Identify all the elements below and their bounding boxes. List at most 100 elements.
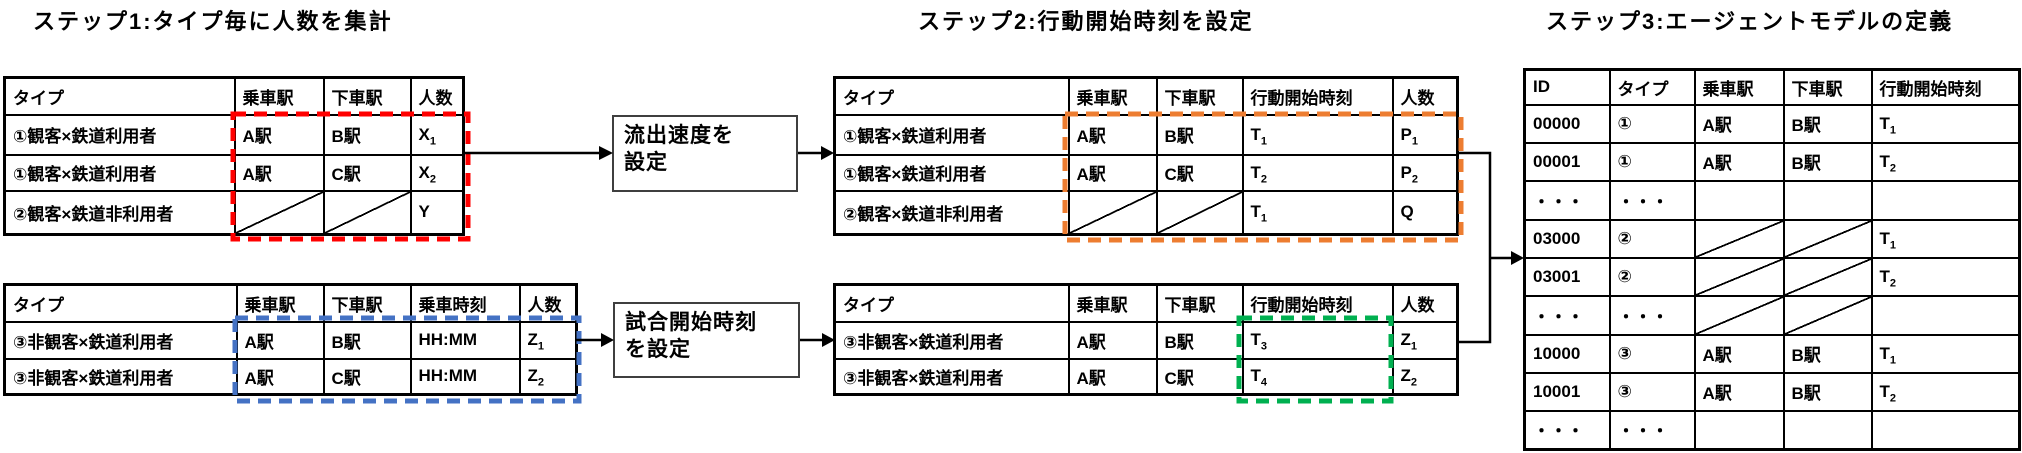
table-cell: A駅 — [1067, 153, 1158, 192]
column-header: 乗車駅 — [1693, 68, 1785, 106]
table-cell: ① — [1608, 103, 1696, 144]
table-cell: HH:MM — [409, 320, 521, 360]
column-header: タイプ — [1608, 68, 1696, 106]
table-cell: ③非観客×鉄道利用者 — [3, 357, 238, 396]
column-header: 人数 — [409, 76, 465, 116]
arrow-step1-top-to-outflow-box — [462, 146, 613, 160]
table-cell: P1 — [1391, 113, 1459, 156]
slash-cell — [322, 189, 412, 236]
table-cell: Z1 — [1391, 320, 1459, 360]
column-header: ID — [1523, 68, 1611, 106]
table-cell: B駅 — [322, 113, 412, 156]
arrow-step1-bottom-to-kickoff-box — [575, 333, 614, 347]
column-header: 下車駅 — [322, 283, 412, 323]
arrow-head-icon — [599, 146, 613, 160]
table-cell: ①観客×鉄道利用者 — [3, 113, 236, 156]
table-cell: C駅 — [1155, 357, 1244, 396]
kickoff-time-box-line1: 試合開始時刻 — [625, 311, 757, 334]
step3-title: ステップ3:エージェントモデルの定義 — [1546, 9, 1954, 34]
table-cell: B駅 — [1782, 141, 1873, 182]
table-cell: 10000 — [1523, 333, 1611, 374]
table-row: ・・・・・・ — [1523, 294, 2021, 336]
column-header: タイプ — [833, 283, 1070, 323]
column-header: 乗車時刻 — [409, 283, 521, 323]
table-cell: ③非観客×鉄道利用者 — [833, 357, 1070, 396]
table-cell: A駅 — [235, 320, 325, 360]
table-cell: A駅 — [233, 153, 325, 192]
table-cell: 00001 — [1523, 141, 1611, 182]
column-header: 下車駅 — [1155, 283, 1244, 323]
slash-cell — [1067, 189, 1158, 236]
table-cell: T4 — [1241, 357, 1394, 396]
column-header: タイプ — [833, 76, 1070, 116]
table-cell: T3 — [1241, 320, 1394, 360]
column-header: 行動開始時刻 — [1241, 76, 1394, 116]
table-cell: ③非観客×鉄道利用者 — [833, 320, 1070, 360]
outflow-speed-box-line2: 設定 — [624, 151, 668, 175]
table-cell: T2 — [1241, 153, 1394, 192]
column-header: 下車駅 — [1155, 76, 1244, 116]
header-row: タイプ乗車駅下車駅行動開始時刻人数 — [833, 76, 1459, 116]
table-cell: Q — [1391, 189, 1459, 236]
table-cell: ・・・ — [1608, 294, 1696, 336]
table-cell: T1 — [1241, 113, 1394, 156]
table-cell: ③ — [1608, 371, 1696, 412]
table-cell: ②観客×鉄道非利用者 — [833, 189, 1070, 236]
table-cell — [1693, 409, 1785, 451]
table-cell: ③ — [1608, 333, 1696, 374]
table-cell: Z2 — [518, 357, 578, 396]
merge-arrow-step2-to-step3 — [1456, 151, 1524, 344]
table-cell: A駅 — [1693, 103, 1785, 144]
table-cell: ・・・ — [1523, 409, 1611, 451]
table-cell: B駅 — [1782, 103, 1873, 144]
column-header: 乗車駅 — [235, 283, 325, 323]
table-cell: T2 — [1870, 371, 2021, 412]
slash-cell — [1693, 256, 1785, 297]
table-cell: ・・・ — [1608, 409, 1696, 451]
column-header: 乗車駅 — [233, 76, 325, 116]
header-row: タイプ乗車駅下車駅人数 — [3, 76, 465, 116]
table-cell: ②観客×鉄道非利用者 — [3, 189, 236, 236]
table-cell: B駅 — [1782, 333, 1873, 374]
table-cell: HH:MM — [409, 357, 521, 396]
table-cell: B駅 — [1155, 113, 1244, 156]
slash-cell — [233, 189, 325, 236]
table-cell: Z1 — [518, 320, 578, 360]
header-row: タイプ乗車駅下車駅行動開始時刻人数 — [833, 283, 1459, 323]
table-cell — [1693, 179, 1785, 221]
table-cell: A駅 — [235, 357, 325, 396]
table-cell: 00000 — [1523, 103, 1611, 144]
table-cell — [1870, 409, 2021, 451]
table-cell: T1 — [1241, 189, 1394, 236]
table-cell: ・・・ — [1523, 179, 1611, 221]
table-cell: ① — [1608, 141, 1696, 182]
table-cell: B駅 — [322, 320, 412, 360]
table-cell: A駅 — [1067, 357, 1158, 396]
table-row: ・・・・・・ — [1523, 179, 2021, 221]
table-cell: A駅 — [1067, 320, 1158, 360]
column-header: タイプ — [3, 76, 236, 116]
column-header: 行動開始時刻 — [1241, 283, 1394, 323]
table-cell: A駅 — [1693, 141, 1785, 182]
table-cell: X1 — [409, 113, 465, 156]
arrow-outflow-box-to-step2-top — [798, 146, 834, 160]
column-header: 人数 — [1391, 76, 1459, 116]
slash-cell — [1782, 256, 1873, 297]
table-cell: ・・・ — [1523, 294, 1611, 336]
table-cell: ② — [1608, 218, 1696, 259]
table-cell: C駅 — [1155, 153, 1244, 192]
table-cell: T1 — [1870, 218, 2021, 259]
table-cell: A駅 — [1693, 333, 1785, 374]
slash-cell — [1782, 294, 1873, 336]
